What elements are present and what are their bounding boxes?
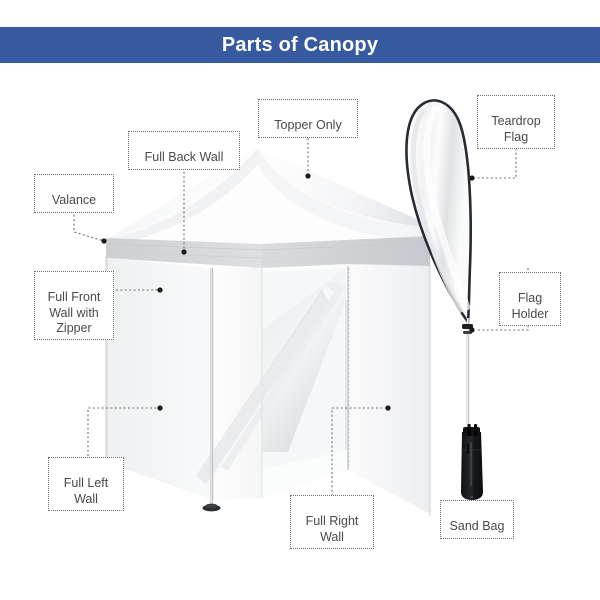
- callout-full-right-wall: Full Right Wall: [290, 495, 374, 549]
- callout-full-back-wall: Full Back Wall: [128, 131, 240, 170]
- callout-teardrop-flag-label: Teardrop Flag: [491, 114, 541, 144]
- callout-topper-only-label: Topper Only: [274, 118, 342, 133]
- callout-valance-label: Valance: [51, 193, 97, 208]
- callout-sand-bag: Sand Bag: [440, 500, 514, 539]
- callout-flag-holder: Flag Holder: [499, 272, 561, 326]
- callout-full-front-wall: Full Front Wall with Zipper: [34, 271, 114, 340]
- callout-valance: Valance: [34, 174, 114, 213]
- callout-full-front-wall-label: Full Front Wall with Zipper: [47, 290, 101, 335]
- callout-topper-only: Topper Only: [258, 99, 358, 138]
- callout-flag-holder-label: Flag Holder: [511, 291, 549, 321]
- callout-full-right-wall-label: Full Right Wall: [305, 514, 359, 544]
- callout-sand-bag-label: Sand Bag: [449, 519, 505, 534]
- callout-full-left-wall: Full Left Wall: [48, 457, 124, 511]
- header-bar: Parts of Canopy: [0, 27, 600, 63]
- callout-teardrop-flag: Teardrop Flag: [477, 95, 555, 149]
- callout-full-back-wall-label: Full Back Wall: [144, 150, 224, 165]
- callout-full-left-wall-label: Full Left Wall: [63, 476, 109, 506]
- page-title: Parts of Canopy: [221, 33, 379, 56]
